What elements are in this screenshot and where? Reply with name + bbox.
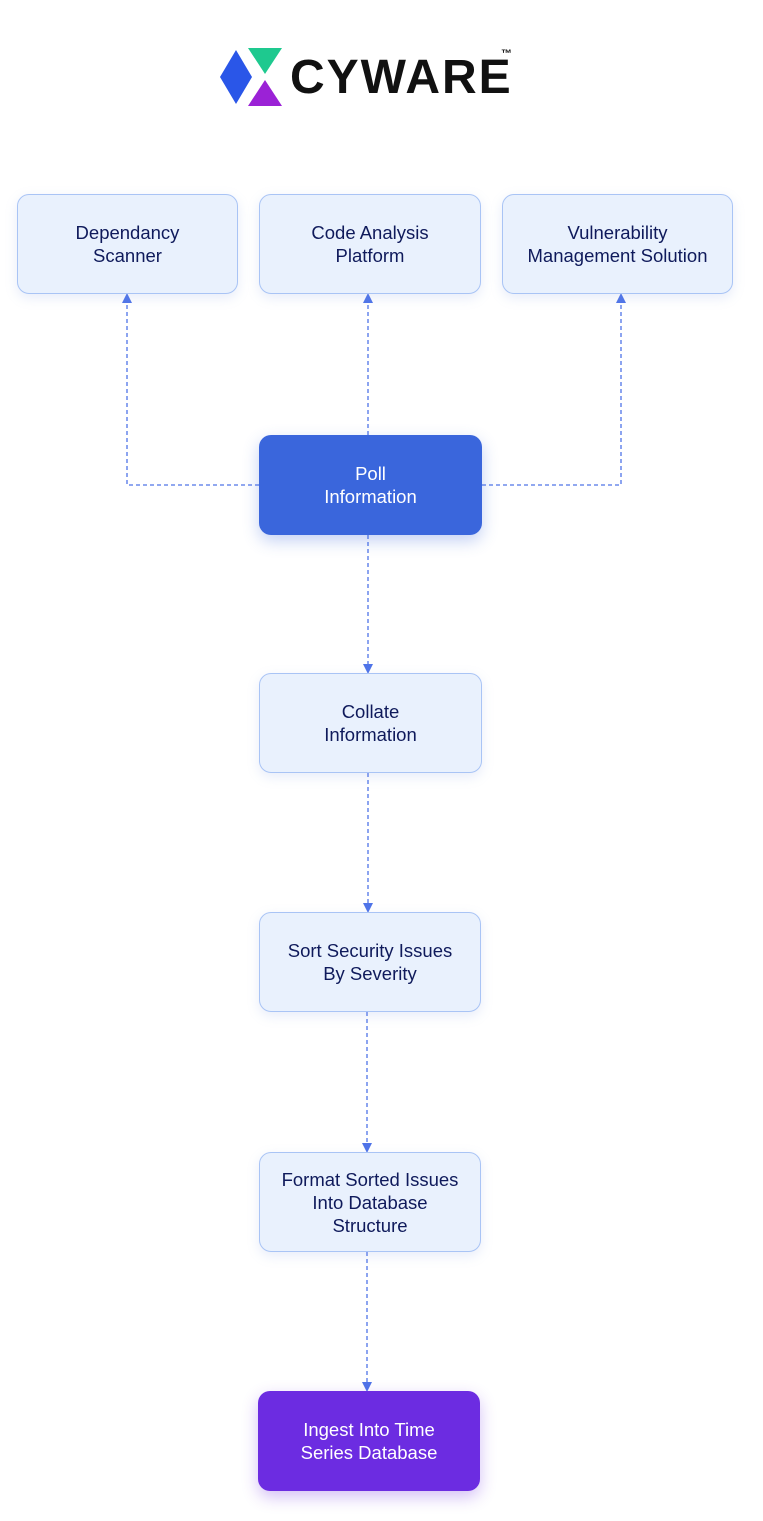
- node-label: Code Analysis Platform: [311, 222, 429, 266]
- node-label: Vulnerability Management Solution: [527, 222, 708, 266]
- node-dependancy-scanner: Dependancy Scanner: [17, 194, 238, 294]
- node-label: Poll Information: [324, 463, 417, 507]
- node-poll-information: Poll Information: [259, 435, 482, 535]
- node-vulnerability-management-solution: Vulnerability Management Solution: [502, 194, 733, 294]
- node-format-sorted-issues: Format Sorted Issues Into Database Struc…: [259, 1152, 481, 1252]
- node-label: Ingest Into Time Series Database: [300, 1419, 438, 1463]
- logo-wordmark: CYWARE: [290, 51, 513, 104]
- cyware-logo-mark-icon: [220, 48, 282, 106]
- node-code-analysis-platform: Code Analysis Platform: [259, 194, 481, 294]
- connector-poll-to-dependancy: [122, 293, 259, 486]
- node-label: Format Sorted Issues Into Database Struc…: [281, 1168, 459, 1236]
- node-label: Collate Information: [324, 701, 417, 745]
- logo-trademark: ™: [501, 48, 512, 60]
- node-collate-information: Collate Information: [259, 673, 482, 773]
- node-sort-security-issues: Sort Security Issues By Severity: [259, 912, 481, 1012]
- connector-poll-to-vulnerability: [482, 293, 626, 486]
- cyware-logo: CYWARE ™: [220, 46, 520, 108]
- node-label: Sort Security Issues By Severity: [287, 940, 453, 984]
- node-ingest-time-series-database: Ingest Into Time Series Database: [258, 1391, 480, 1491]
- node-label: Dependancy Scanner: [75, 222, 180, 266]
